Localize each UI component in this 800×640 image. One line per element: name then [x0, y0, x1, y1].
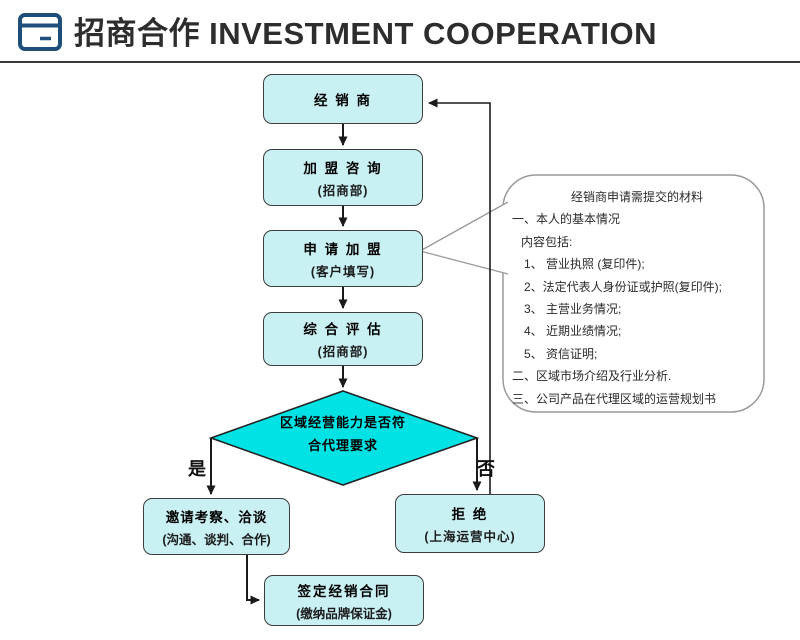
node-consult: 加 盟 咨 询 (招商部)	[263, 149, 423, 206]
callout-tail	[420, 202, 508, 274]
header-divider	[0, 61, 800, 63]
node-sublabel: (客户填写)	[310, 264, 376, 279]
node-sublabel: (上海运营中心)	[424, 529, 516, 544]
card-icon	[18, 12, 62, 51]
node-sublabel: (招商部)	[317, 345, 369, 359]
arrow-reject-distributor	[428, 98, 491, 494]
page-header: 招商合作 INVESTMENT COOPERATION	[0, 0, 800, 61]
node-label: 经 销 商	[313, 93, 372, 108]
callout-content: 经销商申请需提交的材料 一、本人的基本情况 内容包括: 1、 营业执照 (复印件…	[512, 186, 762, 410]
arrow-invite-contract	[246, 555, 260, 605]
decision-diamond	[208, 390, 480, 486]
callout-bubble	[502, 174, 765, 413]
node-label: 申 请 加 盟	[303, 241, 383, 257]
node-evaluate: 综 合 评 估 (招商部)	[263, 312, 423, 366]
node-contract: 签定经销合同 (缴纳品牌保证金)	[264, 575, 424, 626]
page-title: 招商合作 INVESTMENT COOPERATION	[74, 16, 658, 51]
node-label: 拒 绝	[451, 506, 489, 522]
node-reject: 拒 绝 (上海运营中心)	[395, 494, 545, 553]
node-label: 签定经销合同	[297, 583, 391, 599]
callout-line: 4、 近期业绩情况;	[524, 324, 622, 339]
callout-line: 5、 资信证明;	[524, 346, 598, 361]
callout-line: 2、法定代表人身份证或护照(复印件);	[524, 279, 723, 294]
callout-line: 二、区域市场介绍及行业分析.	[512, 369, 672, 384]
callout-line: 三、公司产品在代理区域的运营规划书	[512, 391, 717, 406]
callout-line: 一、本人的基本情况	[512, 212, 621, 227]
branch-no-label: 否	[477, 459, 495, 479]
node-distributor: 经 销 商	[263, 74, 423, 124]
node-label: 加 盟 咨 询	[303, 160, 383, 176]
node-apply: 申 请 加 盟 (客户填写)	[263, 230, 423, 287]
node-label: 综 合 评 估	[303, 322, 383, 337]
callout-line: 3、 主营业务情况;	[524, 302, 622, 317]
branch-yes-label: 是	[188, 459, 206, 479]
node-label: 邀请考察、洽谈	[165, 509, 268, 525]
callout-line: 1、 营业执照 (复印件);	[524, 257, 645, 272]
node-invite: 邀请考察、洽谈 (沟通、谈判、合作)	[143, 498, 290, 555]
callout-title: 经销商申请需提交的材料	[570, 190, 703, 204]
decision-label: 区域经营能力是否符 合代理要求	[279, 415, 406, 453]
node-sublabel: (沟通、谈判、合作)	[162, 532, 271, 547]
callout-line: 内容包括:	[521, 234, 573, 249]
node-sublabel: (缴纳品牌保证金)	[296, 606, 392, 621]
node-sublabel: (招商部)	[317, 183, 369, 198]
